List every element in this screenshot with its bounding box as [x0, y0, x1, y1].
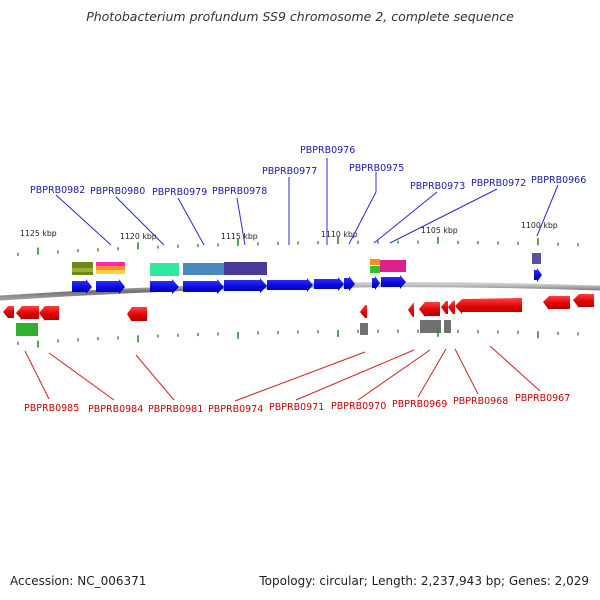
reverse-gene-arrow[interactable]: [573, 294, 594, 308]
callout-line: [115, 196, 165, 246]
scale-labels: 1125 kbp 1120 kbp 1115 kbp 1110 kbp 1105…: [20, 221, 558, 241]
reverse-gene-arrow[interactable]: [3, 306, 14, 318]
callout-line: [177, 197, 205, 246]
reverse-callout-lines: [24, 345, 541, 402]
scale-label: 1115 kbp: [221, 232, 258, 241]
callout-line: [357, 349, 431, 401]
scale-label: 1105 kbp: [421, 226, 458, 235]
callout-line: [489, 345, 541, 392]
reverse-gene-labels: PBPRB0985 PBPRB0984 PBPRB0981 PBPRB0974 …: [24, 393, 570, 415]
gene-label[interactable]: PBPRB0969: [392, 399, 447, 410]
gene-label[interactable]: PBPRB0980: [90, 186, 145, 197]
forward-gene-arrow[interactable]: [372, 276, 380, 290]
gene-label[interactable]: PBPRB0984: [88, 404, 143, 415]
callout-line: [417, 348, 447, 398]
feature-box: [96, 262, 125, 266]
callout-line: [389, 188, 498, 244]
feature-box: [370, 266, 380, 273]
reverse-gene-arrow[interactable]: [127, 307, 147, 322]
forward-gene-arrow[interactable]: [224, 278, 267, 293]
reverse-gene-arrow[interactable]: [39, 306, 59, 321]
feature-box: [444, 320, 451, 333]
gene-label[interactable]: PBPRB0974: [208, 404, 263, 415]
gene-label[interactable]: PBPRB0968: [453, 396, 508, 407]
callout-line: [536, 184, 559, 237]
reverse-feature-boxes: [16, 320, 451, 336]
gene-label[interactable]: PBPRB0978: [212, 186, 267, 197]
gene-label[interactable]: PBPRB0971: [269, 402, 324, 413]
scale-label: 1100 kbp: [521, 221, 558, 230]
gene-label[interactable]: PBPRB0981: [148, 404, 203, 415]
feature-box: [150, 263, 179, 276]
gene-label[interactable]: PBPRB0973: [410, 181, 465, 192]
gene-label[interactable]: PBPRB0970: [331, 401, 386, 412]
reverse-gene-arrows: [3, 294, 594, 322]
feature-box: [16, 323, 38, 336]
forward-gene-labels: PBPRB0982 PBPRB0980 PBPRB0979 PBPRB0978 …: [30, 145, 586, 198]
callout-line: [373, 191, 438, 244]
reverse-gene-arrow[interactable]: [543, 296, 570, 310]
map-title: Photobacterium profundum SS9 chromosome …: [86, 9, 514, 24]
scale-label: 1120 kbp: [120, 232, 157, 241]
reverse-gene-arrow[interactable]: [448, 301, 455, 314]
gene-label[interactable]: PBPRB0979: [152, 187, 207, 198]
forward-gene-arrow[interactable]: [150, 279, 179, 294]
callout-line: [24, 350, 50, 400]
gene-label[interactable]: PBPRB0975: [349, 163, 404, 174]
forward-gene-arrow[interactable]: [183, 279, 224, 294]
lower-tick-marks: [17, 329, 579, 348]
reverse-gene-arrow[interactable]: [419, 302, 440, 317]
gene-label[interactable]: PBPRB0977: [262, 166, 317, 177]
gene-label[interactable]: PBPRB0982: [30, 185, 85, 196]
reverse-gene-arrow[interactable]: [16, 306, 39, 320]
feature-box: [96, 266, 125, 270]
scale-label: 1110 kbp: [321, 230, 358, 239]
feature-box: [183, 263, 224, 275]
forward-feature-boxes: [72, 253, 541, 276]
forward-gene-arrow[interactable]: [267, 278, 313, 292]
forward-callout-lines: [55, 158, 559, 246]
feature-box: [370, 259, 380, 265]
callout-line: [236, 197, 246, 246]
scale-label: 1125 kbp: [20, 229, 57, 238]
reverse-gene-arrow[interactable]: [455, 298, 522, 314]
feature-box: [420, 320, 441, 333]
callout-line: [348, 191, 377, 245]
callout-line: [295, 349, 415, 401]
forward-gene-arrow[interactable]: [72, 279, 92, 294]
feature-box: [224, 262, 267, 275]
feature-box: [532, 253, 541, 264]
feature-box: [72, 268, 93, 272]
gene-label[interactable]: PBPRB0966: [531, 175, 586, 186]
forward-gene-arrows: [72, 268, 542, 294]
feature-box: [380, 260, 406, 272]
feature-box: [360, 323, 368, 335]
reverse-gene-arrow[interactable]: [408, 303, 414, 317]
feature-box: [96, 270, 125, 274]
gene-label[interactable]: PBPRB0967: [515, 393, 570, 404]
accession-label: Accession: NC_006371: [10, 574, 147, 588]
forward-gene-arrow[interactable]: [534, 268, 542, 282]
forward-gene-arrow[interactable]: [314, 277, 344, 291]
callout-line: [454, 348, 479, 395]
gene-label[interactable]: PBPRB0972: [471, 178, 526, 189]
forward-gene-arrow[interactable]: [381, 275, 406, 289]
upper-tick-marks: [17, 236, 579, 256]
reverse-gene-arrow[interactable]: [360, 305, 367, 318]
callout-line: [234, 351, 366, 402]
forward-gene-arrow[interactable]: [96, 279, 125, 294]
forward-gene-arrow[interactable]: [344, 276, 355, 291]
gene-label[interactable]: PBPRB0985: [24, 403, 79, 414]
reverse-gene-arrow[interactable]: [441, 301, 448, 314]
topology-stats: Topology: circular; Length: 2,237,943 bp…: [259, 574, 589, 588]
callout-line: [135, 354, 175, 401]
callout-line: [55, 194, 112, 246]
callout-line: [48, 352, 115, 401]
gene-label[interactable]: PBPRB0976: [300, 145, 355, 156]
